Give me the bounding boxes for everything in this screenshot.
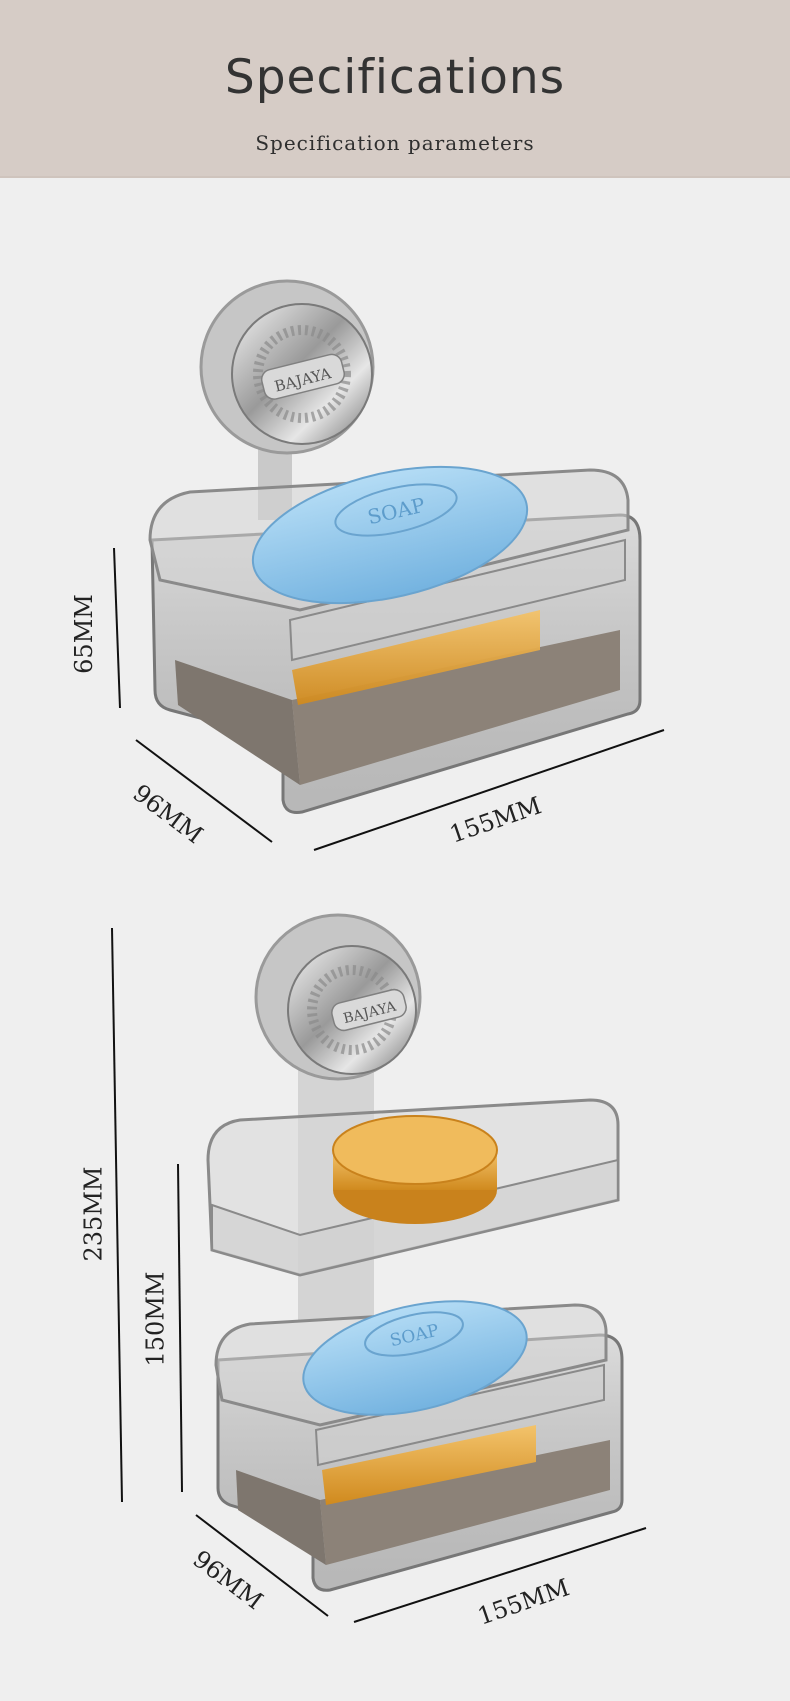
spec-header: Specifications Specification parameters [0, 0, 790, 178]
amber-soap-top [332, 1115, 498, 1185]
total-height-dimension-line [111, 927, 123, 1503]
knob-ridges [253, 325, 351, 423]
sponge-side [175, 660, 300, 785]
tray-front [288, 538, 626, 662]
page-title: Specifications [224, 50, 566, 105]
lower-amber-drain [322, 1425, 536, 1505]
blue-soap-2 [302, 1300, 528, 1416]
total-height-label: 235MM [79, 1166, 108, 1262]
tier-height-label: 150MM [141, 1271, 170, 1367]
width-dimension-line [313, 729, 665, 851]
lower-sponge [320, 1440, 610, 1565]
blue-soap [251, 465, 529, 605]
width-dimension-line-2 [353, 1527, 647, 1623]
sponge [292, 630, 620, 785]
amber-drain [292, 610, 540, 705]
soap-emboss [334, 483, 458, 537]
brand-plate-2 [331, 988, 407, 1032]
brand-plate [260, 353, 346, 400]
tier-height-dimension-line [177, 1163, 183, 1493]
depth-dimension-line-2 [195, 1514, 329, 1617]
double-tier-soap-holder: BAJAYA SOAP [111, 913, 647, 1623]
lower-tray-front [314, 1363, 605, 1467]
depth-dimension-line [135, 739, 273, 843]
lower-sponge-side [236, 1470, 326, 1565]
height-label: 65MM [69, 594, 98, 674]
page-subtitle: Specification parameters [255, 131, 535, 155]
height-dimension-line [113, 547, 121, 709]
single-tier-soap-holder: BAJAYA SOAP [113, 279, 665, 851]
soap-emboss-2 [364, 1311, 464, 1357]
